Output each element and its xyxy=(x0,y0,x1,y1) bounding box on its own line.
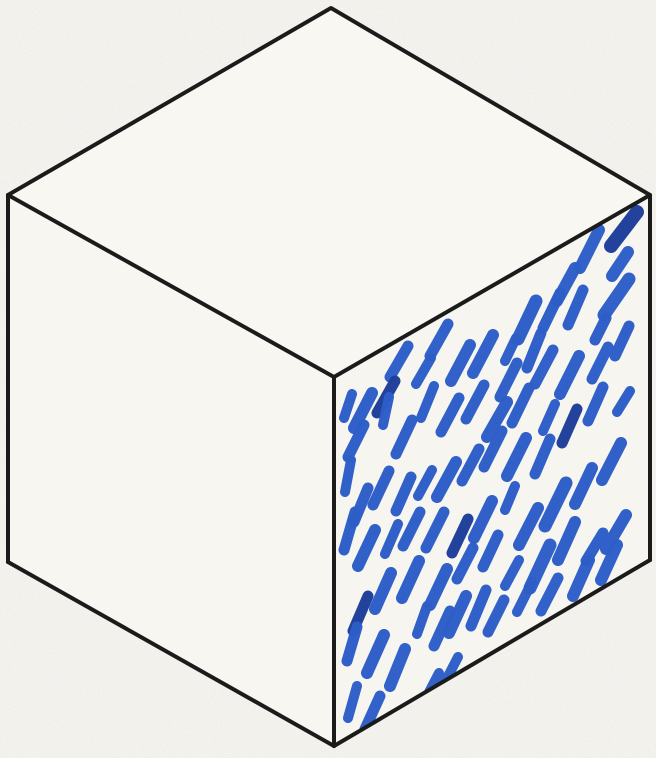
cube-top-face xyxy=(8,8,650,377)
blue-hatch-mark xyxy=(339,389,357,423)
blue-hatch-mark xyxy=(589,312,612,346)
blue-hatch-mark xyxy=(390,471,417,517)
blue-hatch-mark xyxy=(494,357,523,403)
blue-hatch-mark xyxy=(390,414,418,460)
blue-hatch-mark xyxy=(412,601,432,639)
blue-hatch-mark xyxy=(340,455,356,497)
blue-hatch-mark xyxy=(424,318,454,362)
blue-hatch-mark xyxy=(501,432,532,482)
blue-hatch-mark xyxy=(451,542,479,585)
blue-hatch-mark xyxy=(574,224,605,274)
blue-hatch-mark xyxy=(460,379,490,425)
blue-hatch-mark xyxy=(384,340,414,383)
blue-hatch-mark xyxy=(348,387,378,434)
blue-hatch-mark xyxy=(338,506,361,556)
blue-hatch-mark xyxy=(456,443,485,487)
blue-hatch-mark xyxy=(482,594,510,638)
cube-bottom-right-edge xyxy=(332,558,652,748)
blue-hatch-mark xyxy=(567,554,595,602)
blue-hatch-mark xyxy=(513,502,544,551)
blue-hatch-mark xyxy=(506,382,535,429)
blue-hatch-mark xyxy=(416,381,439,423)
blue-hatch-mark xyxy=(521,327,547,374)
blue-hatch-mark xyxy=(537,287,566,334)
blue-hatch-mark xyxy=(600,509,632,555)
blue-hatch-mark xyxy=(467,329,499,379)
blue-hatch-mark xyxy=(341,621,363,667)
blue-hatch-mark xyxy=(378,392,394,430)
blue-hatch-mark xyxy=(359,690,386,735)
blue-hatch-mark xyxy=(352,524,381,572)
blue-hatch-mark xyxy=(396,555,425,604)
blue-hatch-mark xyxy=(477,529,504,573)
blue-hatch-mark xyxy=(468,495,498,544)
blue-hatch-mark xyxy=(411,353,436,389)
blue-hatch-mark xyxy=(512,577,537,617)
blue-hatch-mark xyxy=(604,205,644,253)
blue-hatch-mark xyxy=(465,584,492,632)
blue-hatch-mark xyxy=(586,341,614,385)
blue-hatch-mark xyxy=(435,392,465,438)
blue-hatch-mark xyxy=(380,519,403,559)
blue-hatch-mark xyxy=(397,506,426,552)
blue-hatch-mark xyxy=(562,284,589,331)
right-face-hatching xyxy=(338,205,644,735)
blue-hatch-mark xyxy=(596,437,627,486)
blue-hatch-mark xyxy=(597,272,636,322)
blue-hatch-mark xyxy=(446,513,474,559)
blue-hatch-mark xyxy=(481,396,513,443)
blue-hatch-mark xyxy=(431,456,462,503)
blue-hatch-mark xyxy=(413,465,437,501)
blue-hatch-mark xyxy=(538,399,560,436)
blue-hatch-mark xyxy=(612,386,635,417)
blue-hatch-mark xyxy=(443,590,472,639)
blue-hatch-mark xyxy=(343,681,362,723)
blue-hatch-mark xyxy=(424,563,453,611)
blue-hatch-mark xyxy=(500,333,521,366)
blue-hatch-mark xyxy=(478,425,508,473)
cube-bottom-left-edge xyxy=(6,560,336,748)
blue-hatch-mark xyxy=(367,465,395,511)
blue-hatch-mark xyxy=(511,294,543,346)
blue-hatch-mark xyxy=(529,433,556,480)
blue-hatch-mark xyxy=(556,403,583,449)
blue-hatch-mark xyxy=(582,381,609,427)
blue-hatch-mark xyxy=(500,481,520,515)
blue-hatch-mark xyxy=(606,246,634,282)
blue-hatch-mark xyxy=(428,605,456,652)
blue-hatch-mark xyxy=(420,506,450,554)
blue-hatch-mark xyxy=(342,419,370,463)
blue-hatch-mark xyxy=(384,643,411,692)
blue-hatch-mark xyxy=(554,350,585,400)
blue-hatch-mark xyxy=(369,567,397,615)
blue-hatch-mark xyxy=(529,344,559,390)
blue-hatch-mark xyxy=(569,462,598,510)
blue-hatch-mark xyxy=(500,555,524,591)
blue-hatch-mark xyxy=(445,339,476,387)
blue-hatch-mark xyxy=(535,572,564,617)
blue-hatch-mark xyxy=(538,476,573,533)
blue-hatch-mark xyxy=(609,320,635,362)
blue-hatch-mark xyxy=(552,516,581,566)
blue-hatch-mark xyxy=(361,629,390,679)
blue-hatch-mark xyxy=(595,539,623,586)
